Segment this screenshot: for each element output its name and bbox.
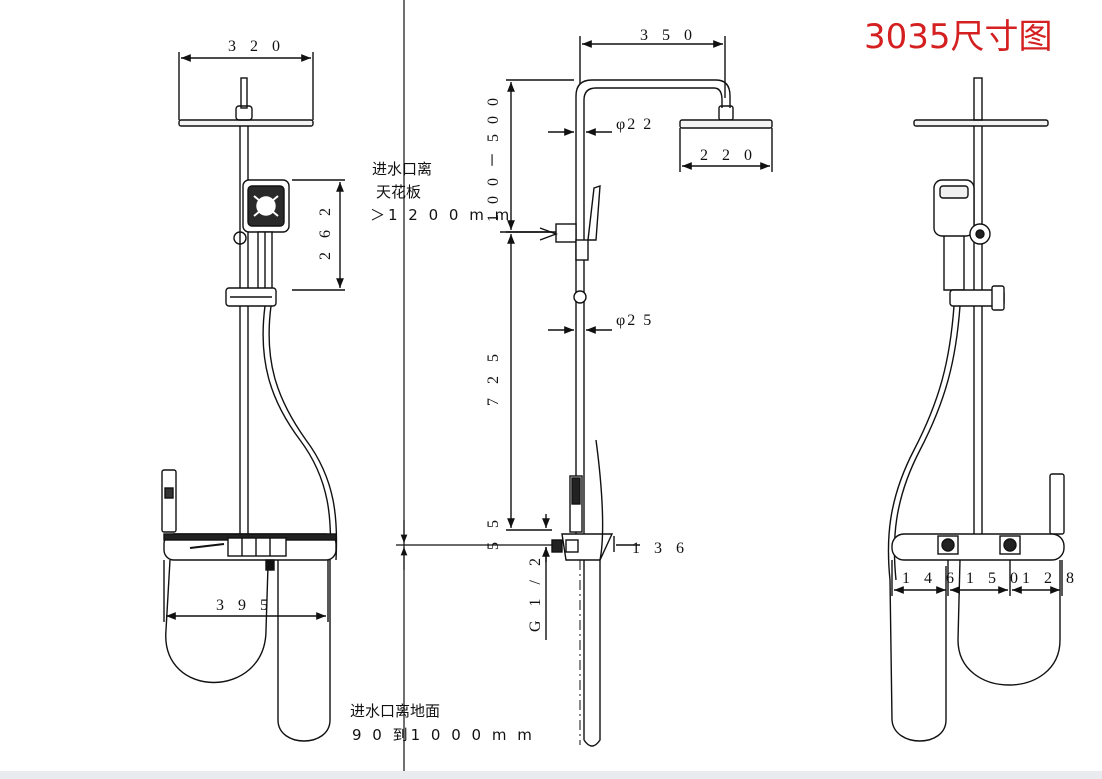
side-thread-label: G 1 / 2 [527, 553, 544, 632]
ceiling-note-line1: 进水口离 [372, 160, 432, 178]
floor-note-line2: 9 0 到1 0 0 0 m m [352, 726, 535, 744]
rear-centers-label: 1 5 0 [966, 570, 1023, 587]
side-valve-depth-label: 1 3 6 [632, 540, 689, 557]
drawing-title: 3035尺寸图 [864, 17, 1053, 57]
side-ceiling-range-label: 1 0 0 － 5 0 0 [485, 95, 502, 222]
center-reference-lines [396, 0, 560, 772]
side-view [500, 36, 773, 747]
side-head-dia-label: 2 2 0 [700, 147, 757, 164]
rear-left-offset-label: 1 4 6 [902, 570, 959, 587]
front-handshower-height-label: 2 6 2 [317, 203, 334, 260]
floor-note-line1: 进水口离地面 [350, 702, 440, 720]
front-top-width-label: 3 2 0 [228, 38, 285, 55]
front-view [161, 52, 345, 742]
rear-view [887, 77, 1065, 742]
side-inlet-offset-label: 5 5 [485, 515, 502, 550]
side-arm-length-label: 3 5 0 [640, 27, 697, 44]
side-pipe-dia-lower-label: φ2 5 [616, 312, 653, 329]
bottom-strip [0, 771, 1102, 779]
ceiling-note-line2: 天花板 [376, 183, 421, 201]
side-rail-length-label: 7 2 5 [485, 349, 502, 406]
ceiling-note-line3: ＞1 2 0 0 m m [370, 206, 512, 224]
rear-right-offset-label: 1 2 8 [1022, 570, 1079, 587]
side-pipe-dia-top-label: φ2 2 [616, 116, 653, 133]
front-shelf-width-label: 3 9 5 [216, 597, 273, 614]
